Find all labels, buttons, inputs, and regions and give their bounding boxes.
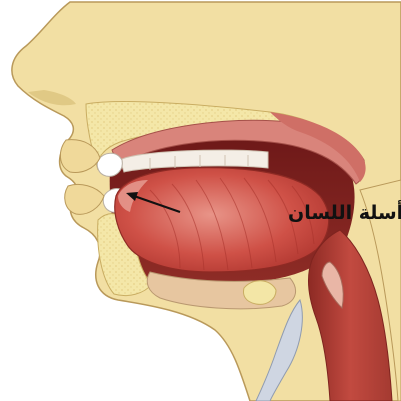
hyoid-bone xyxy=(244,281,277,305)
upper-incisor xyxy=(97,153,122,176)
tongue-tip-label: أسلة اللسان xyxy=(288,200,401,224)
